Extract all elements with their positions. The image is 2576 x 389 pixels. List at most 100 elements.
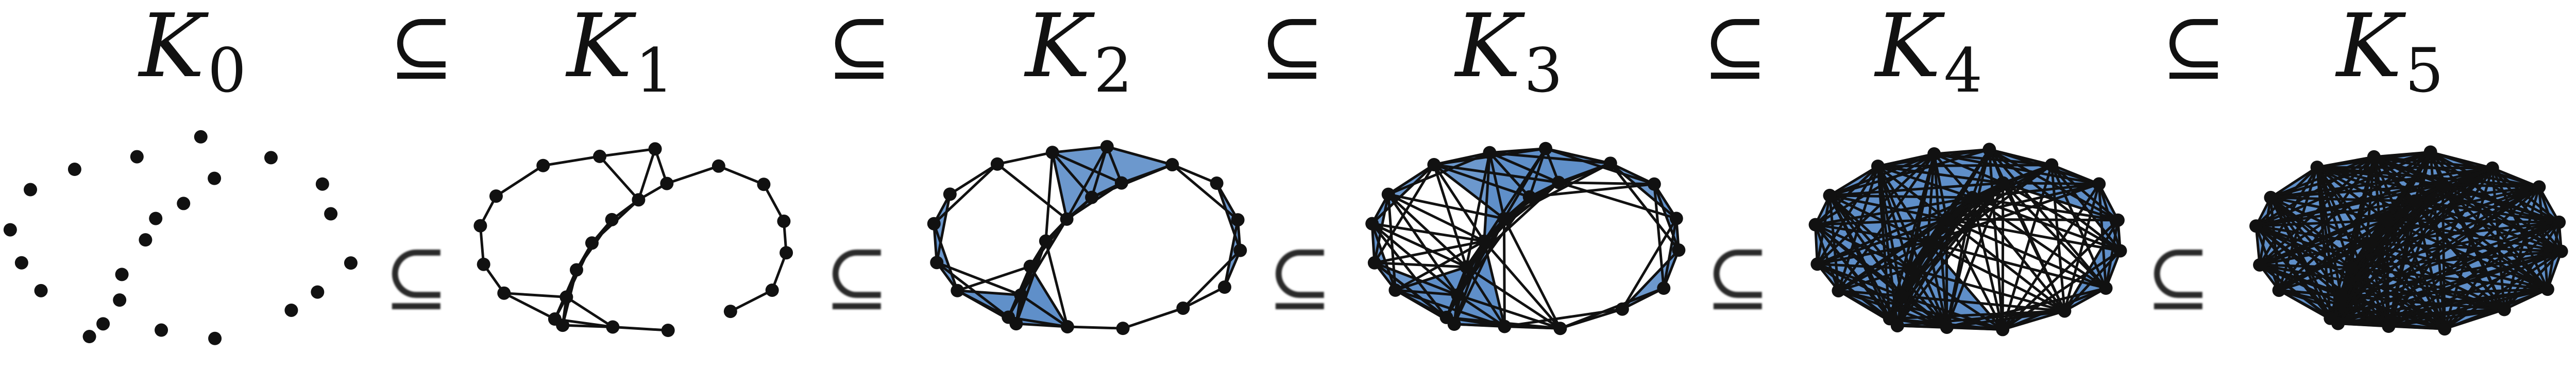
vertex: [1165, 158, 1179, 172]
edge: [1609, 162, 1656, 186]
vertex: [779, 246, 793, 260]
edge: [1662, 217, 1678, 290]
edge: [561, 324, 614, 328]
vertex: [1552, 175, 1566, 189]
edge: [1557, 162, 1612, 184]
vertex: [1114, 176, 1128, 190]
subset-mid-3: ⊆: [1267, 233, 1332, 322]
vertex: [1176, 301, 1190, 315]
edge: [1528, 183, 1656, 199]
edge: [1215, 182, 1240, 221]
vertex: [2532, 180, 2546, 194]
complex-panel-k5: [2249, 145, 2568, 336]
edge: [933, 163, 999, 225]
edge: [2316, 166, 2416, 203]
vertex: [1553, 322, 1567, 335]
vertex: [1672, 243, 1686, 257]
vertex: [67, 163, 81, 176]
edge: [1387, 193, 1397, 292]
edge: [2269, 196, 2340, 325]
vertex: [1023, 259, 1037, 273]
edge: [2443, 221, 2561, 330]
subset-mid-5: ⊆: [2146, 233, 2211, 322]
edge: [1029, 265, 1069, 328]
vertex: [1921, 235, 1935, 249]
vertex: [1217, 280, 1231, 294]
vertex: [1808, 218, 1822, 232]
vertex: [1647, 177, 1661, 191]
edge: [1971, 196, 2120, 222]
edge: [2255, 224, 2340, 325]
edge: [1814, 223, 1840, 292]
edge: [1215, 182, 1242, 252]
vertex: [2540, 282, 2554, 296]
edge: [2365, 155, 2376, 245]
edge: [2340, 183, 2444, 297]
complex-panel-k1: [473, 142, 793, 338]
edge: [1465, 266, 1506, 328]
edge: [2001, 219, 2120, 331]
vertex: [1996, 176, 2010, 190]
complex-panel-k2: [927, 140, 1247, 335]
edge: [1557, 181, 1656, 186]
vertex: [1210, 176, 1224, 190]
vertex: [585, 236, 599, 250]
edge: [948, 163, 999, 196]
vertex: [497, 286, 511, 300]
vertex: [2272, 284, 2286, 297]
triangle: [1107, 147, 1173, 183]
edge: [956, 265, 1032, 292]
edge: [935, 192, 952, 264]
vertex: [560, 290, 573, 304]
edge: [1933, 148, 1991, 155]
vertex: [2552, 215, 2566, 229]
edge: [2316, 166, 2352, 269]
edge: [1453, 323, 1506, 328]
vertices-k0: [3, 130, 358, 345]
vertex: [2382, 320, 2396, 333]
vertex: [1388, 283, 1402, 297]
edge: [2001, 309, 2066, 331]
edge: [1171, 163, 1240, 221]
vertex: [2436, 178, 2450, 191]
edge: [1503, 308, 1624, 328]
edge: [1019, 293, 1069, 328]
vertex: [1039, 234, 1053, 248]
edge: [2441, 183, 2561, 224]
edge: [2336, 183, 2444, 325]
edge: [935, 261, 1022, 296]
edge: [935, 261, 1010, 319]
edge: [2441, 167, 2494, 186]
edge: [1370, 222, 1459, 296]
edge: [2387, 221, 2561, 328]
edge: [1019, 218, 1069, 296]
vertex: [194, 130, 208, 144]
edge: [1814, 218, 1948, 226]
edge: [1432, 163, 1486, 243]
vertex: [1460, 260, 1473, 274]
vertex: [2113, 244, 2127, 258]
vertex: [2099, 281, 2113, 295]
edge: [1465, 181, 1560, 269]
edge: [1837, 165, 1879, 292]
edge: [1432, 163, 1531, 199]
edges-k5: [2255, 151, 2563, 330]
vertex: [1045, 146, 1059, 160]
vertices-k4: [1808, 143, 2127, 337]
vertex: [2367, 150, 2381, 164]
edge: [2365, 183, 2444, 245]
edge: [1171, 163, 1218, 185]
edge: [2002, 164, 2053, 185]
triangle: [1092, 147, 1122, 198]
edge: [611, 325, 670, 332]
edge: [1662, 249, 1680, 290]
vertex: [1100, 140, 1114, 154]
triangle: [1546, 148, 1611, 183]
vertex: [536, 158, 550, 172]
vertex: [1365, 217, 1379, 231]
edge: [2413, 151, 2432, 203]
edge: [1483, 240, 1562, 330]
edge: [1044, 240, 1069, 328]
vertex: [711, 159, 725, 173]
subset-top-1: ⊆: [389, 2, 454, 92]
